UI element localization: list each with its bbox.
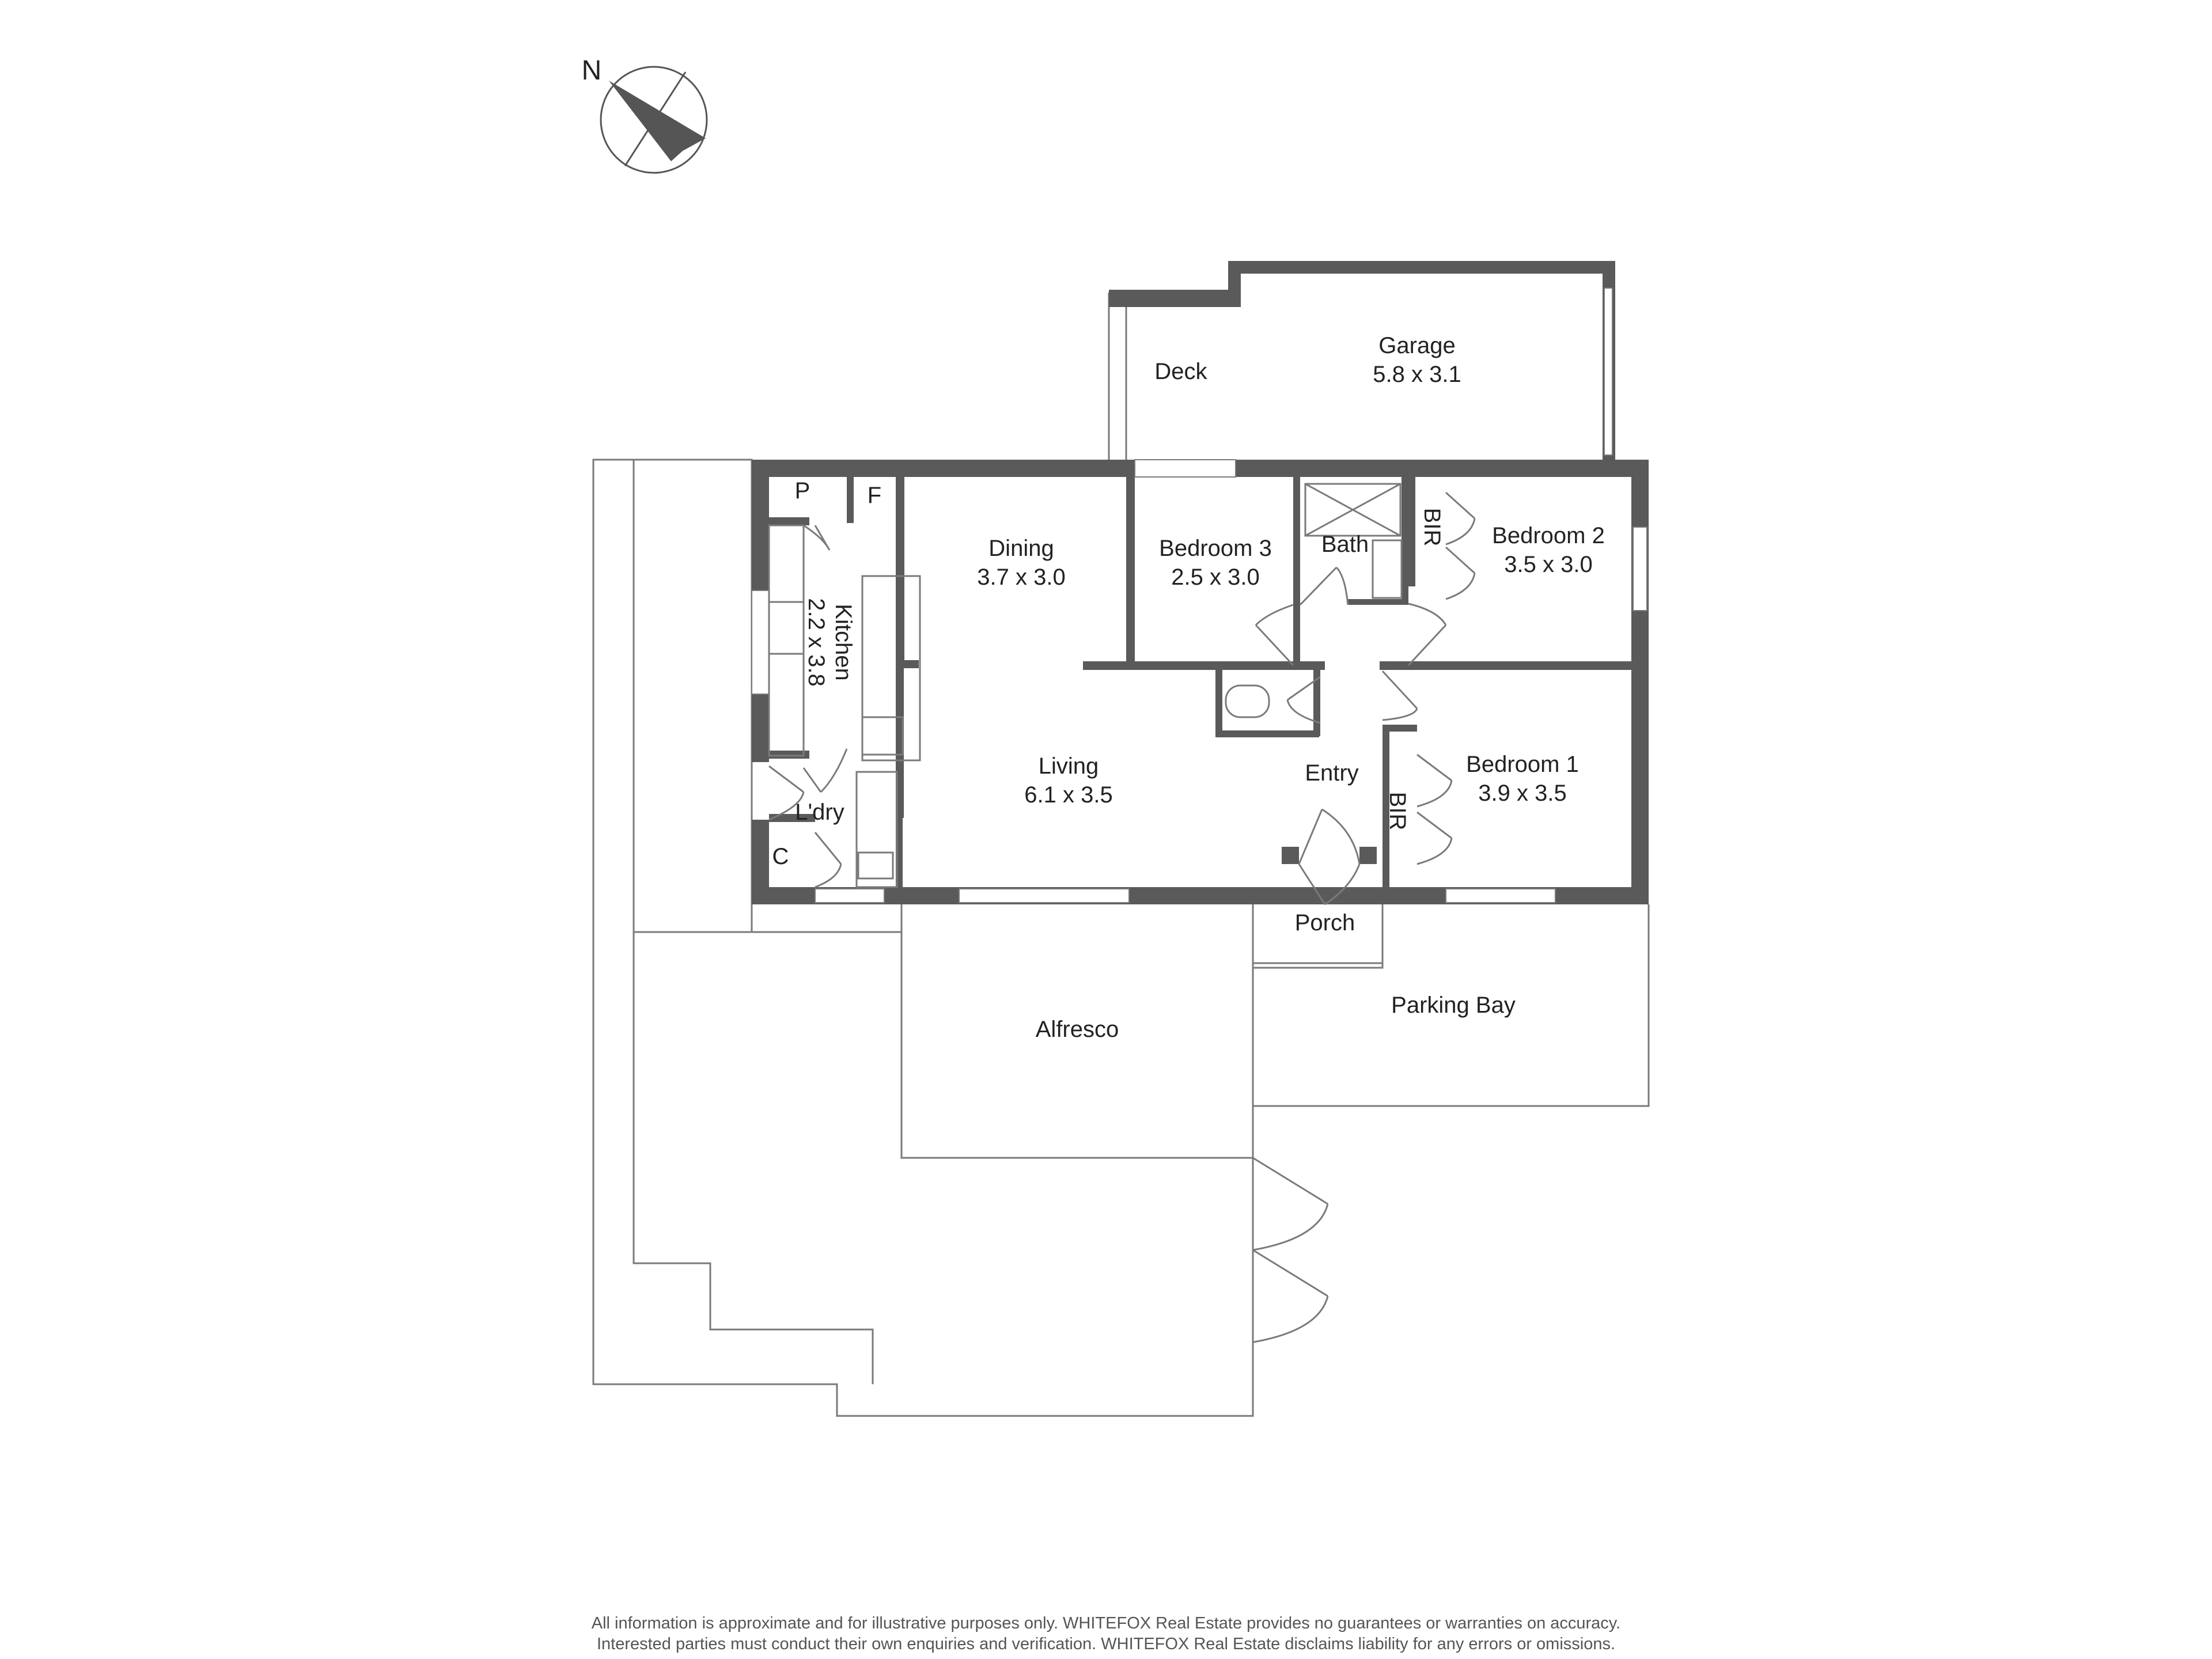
disclaimer-line-2: Interested parties must conduct their ow… xyxy=(596,1635,1616,1653)
door-entry xyxy=(1298,808,1361,906)
dining-dims: 3.7 x 3.0 xyxy=(977,565,1065,590)
porch-outline xyxy=(1252,904,1384,969)
bath-vanity xyxy=(1372,539,1403,599)
kitchen-island xyxy=(861,575,921,762)
kitchen-sink xyxy=(768,601,805,655)
gate-upper xyxy=(1252,1157,1329,1251)
door-bedroom1 xyxy=(1381,670,1418,721)
entry-name: Entry xyxy=(1305,760,1358,786)
garage-name: Garage xyxy=(1378,333,1455,358)
laundry-bench xyxy=(855,771,898,888)
window-living xyxy=(959,888,1130,903)
bir-bottom-name: BIR xyxy=(1385,792,1410,831)
compass-north-label: N xyxy=(582,55,602,86)
dining-name: Dining xyxy=(988,536,1054,561)
parking-name: Parking Bay xyxy=(1391,993,1516,1018)
door-cupboard xyxy=(814,832,842,888)
bedroom1-dims: 3.9 x 3.5 xyxy=(1478,781,1566,806)
porch-name: Porch xyxy=(1295,910,1355,935)
garage-dims: 5.8 x 3.1 xyxy=(1373,362,1461,387)
door-kitchen xyxy=(802,748,848,793)
disclaimer-line-1: All information is approximate and for i… xyxy=(591,1614,1621,1633)
window-kitchen xyxy=(751,590,770,695)
gate-lower xyxy=(1252,1249,1329,1343)
bedroom2-dims: 3.5 x 3.0 xyxy=(1504,552,1592,577)
yard-outline xyxy=(592,459,1254,1417)
shower xyxy=(1304,483,1402,537)
kitchen-dims: 2.2 x 3.8 xyxy=(804,598,829,686)
window-laundry xyxy=(815,888,885,903)
room-labels: Garage 5.8 x 3.1 Deck P F Kitchen 2.2 x … xyxy=(772,333,1605,1042)
window-bedroom2 xyxy=(1633,527,1647,611)
bath-name: Bath xyxy=(1321,532,1369,557)
kitchen-name: Kitchen xyxy=(831,604,856,680)
window-bedroom1 xyxy=(1445,888,1556,903)
doors xyxy=(768,491,1476,906)
laundry-name: L'dry xyxy=(795,800,844,825)
door-laundry xyxy=(768,765,805,821)
window-garage xyxy=(1604,287,1613,456)
kitchen-bench xyxy=(768,524,805,757)
bedroom3-name: Bedroom 3 xyxy=(1159,536,1272,561)
window-deck xyxy=(1134,459,1236,478)
disclaimer: All information is approximate and for i… xyxy=(0,1613,2212,1654)
fixtures xyxy=(768,483,1403,888)
windows xyxy=(751,287,1647,903)
bedroom1-name: Bedroom 1 xyxy=(1466,752,1579,777)
north-arrow-icon xyxy=(600,66,708,174)
pantry-name: P xyxy=(795,478,810,503)
fridge-name: F xyxy=(868,483,881,508)
cupboard-name: C xyxy=(772,844,789,869)
living-name: Living xyxy=(1039,753,1099,779)
compass: N xyxy=(582,55,708,174)
deck-name: Deck xyxy=(1154,359,1207,384)
bedroom2-name: Bedroom 2 xyxy=(1492,523,1605,548)
alfresco-name: Alfresco xyxy=(1036,1017,1119,1042)
toilet xyxy=(1225,684,1270,718)
laundry-tub xyxy=(857,851,894,880)
parking-outline xyxy=(1252,904,1650,1107)
door-pantry xyxy=(803,524,831,551)
door-bir-top xyxy=(1445,491,1476,600)
door-bedroom2 xyxy=(1407,603,1447,666)
bir-top-name: BIR xyxy=(1419,508,1445,547)
yard-inner-step xyxy=(632,460,874,1384)
bedroom3-dims: 2.5 x 3.0 xyxy=(1171,565,1259,590)
door-bath xyxy=(1255,604,1294,666)
kitchen-cabinet xyxy=(861,716,904,756)
door-bir-bottom xyxy=(1416,753,1453,865)
door-toilet xyxy=(1286,676,1321,724)
living-dims: 6.1 x 3.5 xyxy=(1024,782,1112,808)
door-bath-inner xyxy=(1299,566,1349,606)
